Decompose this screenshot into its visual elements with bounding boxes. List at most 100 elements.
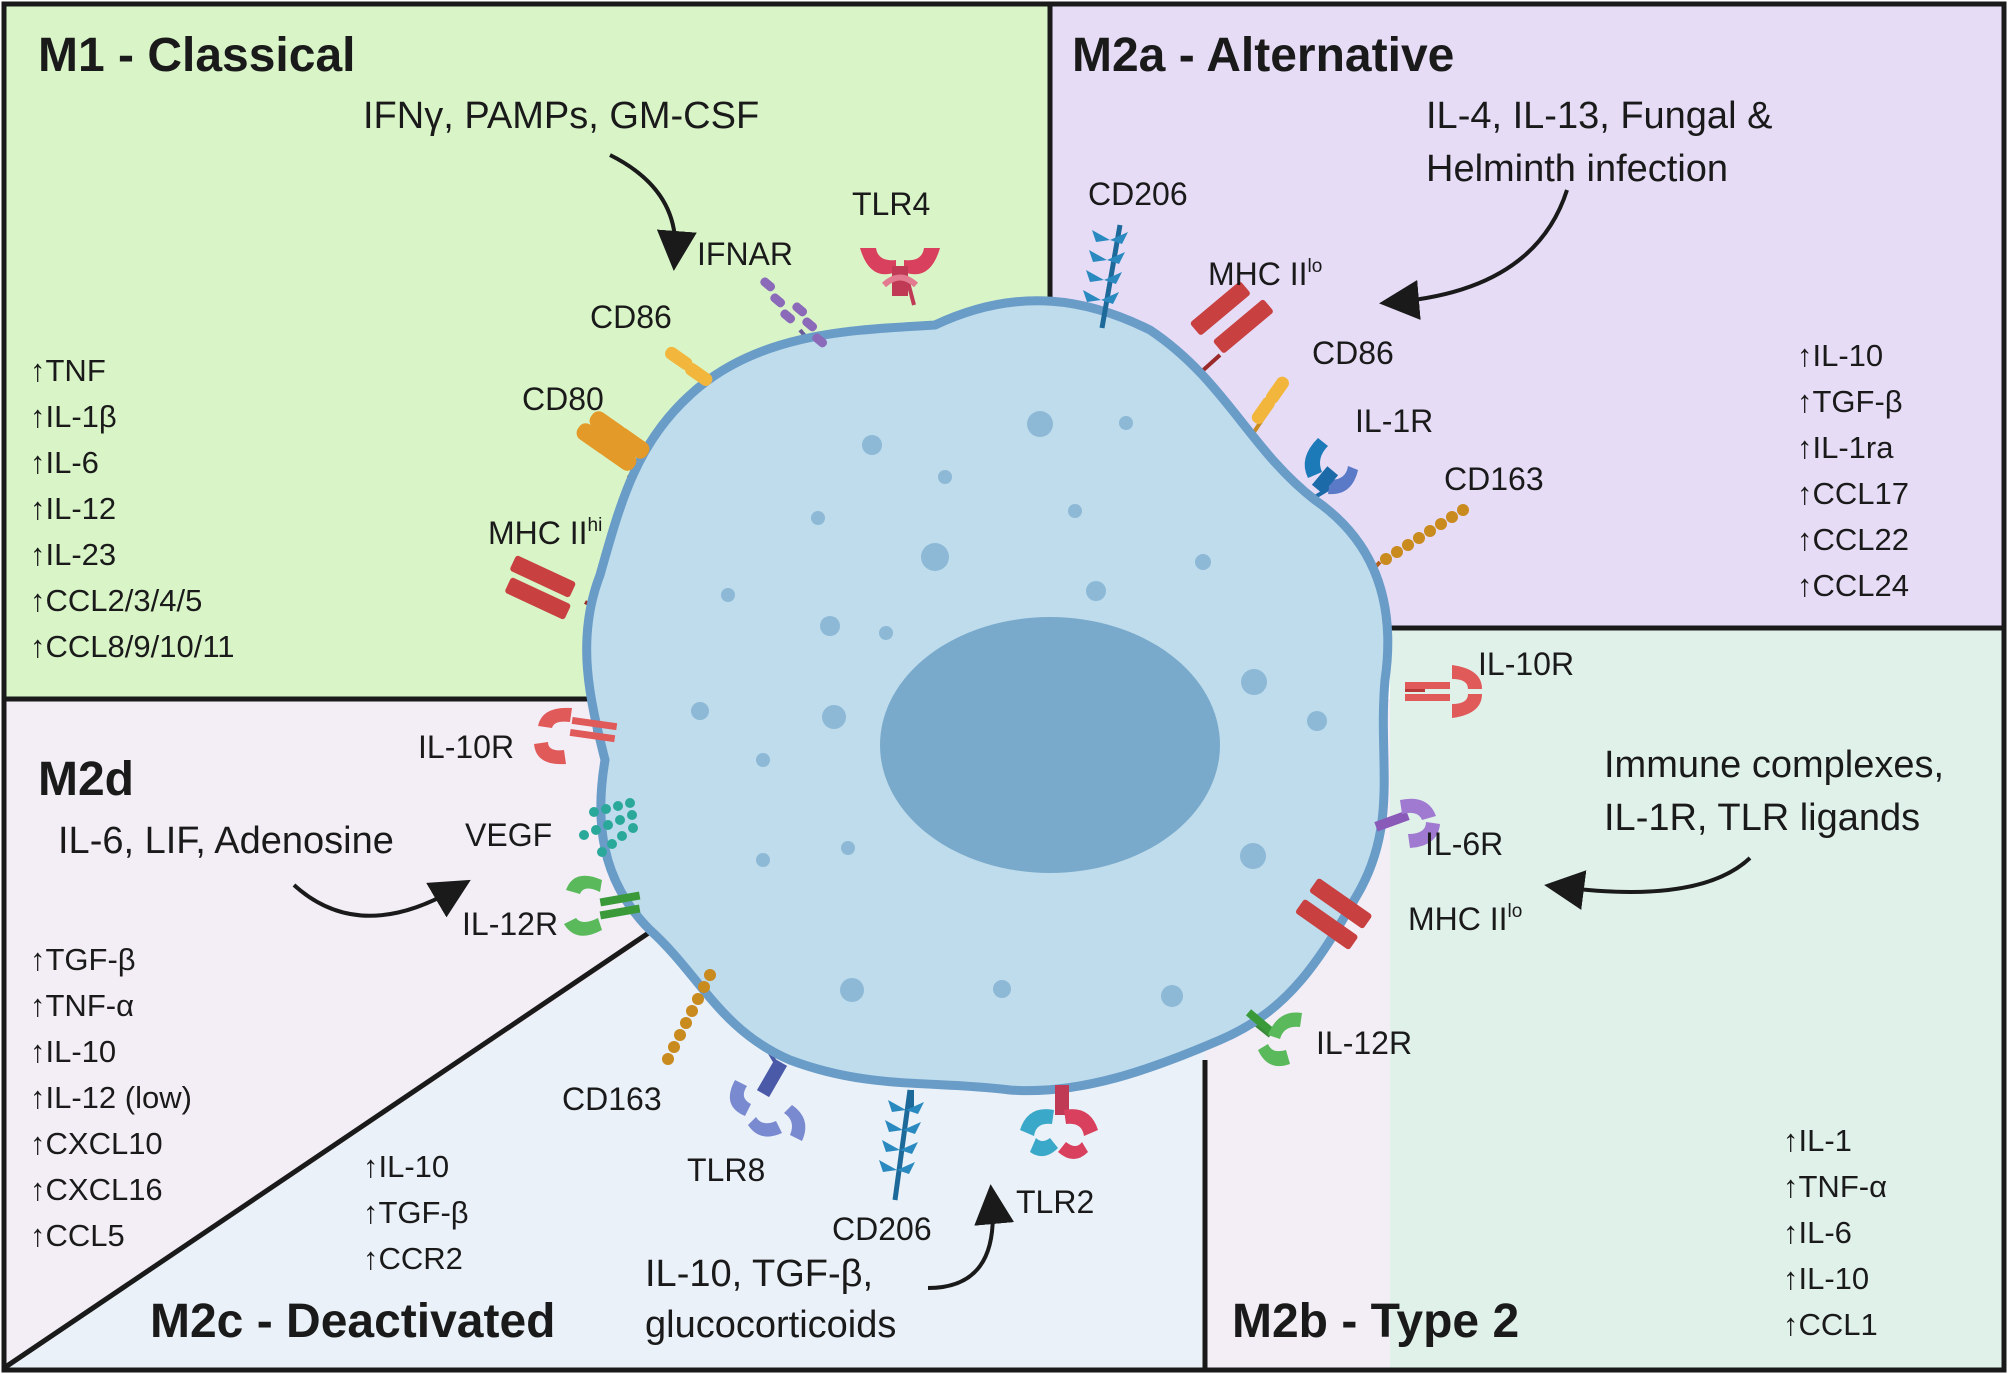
cd86-receptor-m1 <box>665 346 713 386</box>
m2d-marker: ↑IL-12 (low) <box>30 1080 192 1115</box>
mhc-ii-lo-label-m2b: MHC IIlo <box>1408 901 1522 937</box>
cd163-receptor-m2a <box>1380 504 1469 565</box>
il-6r-label-m2b: IL-6R <box>1425 826 1503 862</box>
il-12r-label-m2d: IL-12R <box>462 906 558 942</box>
m2b-marker: ↑TNF-α <box>1783 1169 1887 1204</box>
m2b-stimulus-line-1: Immune complexes, <box>1604 744 1944 786</box>
il-1r-label-m2a: IL-1R <box>1355 403 1433 439</box>
mhc-ii-lo-sup-m2a: lo <box>1308 256 1323 277</box>
m1-marker: ↑CCL2/3/4/5 <box>30 583 202 618</box>
il-10r-label-m2b: IL-10R <box>1478 646 1574 682</box>
m2d-marker: ↑IL-10 <box>30 1034 116 1069</box>
il-6r-receptor-m2b <box>1374 798 1440 848</box>
m2a-stimulus-line-1: IL-4, IL-13, Fungal & <box>1426 95 1772 137</box>
tlr4-label: TLR4 <box>852 186 930 222</box>
m1-marker: ↑CCL8/9/10/11 <box>30 629 235 664</box>
m2c-stimulus-arrow <box>927 1184 1015 1290</box>
m2b-markers: ↑IL-1 ↑TNF-α ↑IL-6 ↑IL-10 ↑CCL1 <box>1783 1123 1887 1342</box>
il-12r-receptor-m2d <box>564 875 641 936</box>
m2a-marker: ↑CCL22 <box>1797 522 1909 557</box>
mhc-ii-hi-label: MHC IIhi <box>488 515 602 551</box>
il-10r-label-m2d: IL-10R <box>418 729 514 765</box>
mhc-ii-lo-receptor-m2b <box>1295 878 1372 950</box>
ifnar-label: IFNAR <box>697 236 793 272</box>
m1-marker: ↑IL-23 <box>30 537 116 572</box>
m2d-marker: ↑CCL5 <box>30 1218 125 1253</box>
cd206-label-m2c: CD206 <box>832 1211 932 1247</box>
cytoplasmic-granules <box>691 411 1327 1007</box>
cd86-label-m2a: CD86 <box>1312 335 1394 371</box>
m2a-stimulus-arrow <box>1379 189 1569 320</box>
m2b-marker: ↑IL-1 <box>1783 1123 1852 1158</box>
il-10r-receptor-m2d <box>534 707 618 765</box>
mhc-ii-hi-main: MHC II <box>488 515 588 551</box>
tlr2-label: TLR2 <box>1016 1184 1094 1220</box>
tlr8-label: TLR8 <box>687 1152 765 1188</box>
mhc-ii-lo-receptor-m2a <box>1190 281 1273 353</box>
cd163-receptor-m2c <box>662 969 716 1065</box>
m2b-stimulus-arrow <box>1544 856 1752 910</box>
m2c-marker: ↑IL-10 <box>363 1149 449 1184</box>
m2d-title: M2d <box>38 753 134 806</box>
il-12r-receptor-m2b <box>1245 1009 1302 1067</box>
m2d-markers: ↑TGF-β ↑TNF-α ↑IL-10 ↑IL-12 (low) ↑CXCL1… <box>30 942 192 1253</box>
m2a-marker: ↑CCL24 <box>1797 568 1909 603</box>
m2a-title: M2a - Alternative <box>1072 29 1454 82</box>
m2a-markers: ↑IL-10 ↑TGF-β ↑IL-1ra ↑CCL17 ↑CCL22 ↑CCL… <box>1797 338 1909 603</box>
m2b-marker: ↑CCL1 <box>1783 1307 1878 1342</box>
mhc-ii-lo-label-m2a: MHC IIlo <box>1208 256 1322 292</box>
il-1r-receptor-m2a <box>1304 438 1358 495</box>
il-12r-label-m2b: IL-12R <box>1316 1025 1412 1061</box>
divider-m2d-m2c <box>2 902 692 1371</box>
mhc-ii-hi-sup: hi <box>588 515 603 536</box>
m2a-marker: ↑CCL17 <box>1797 476 1909 511</box>
tlr4-receptor <box>860 248 940 296</box>
m2b-panel <box>1390 630 2004 1370</box>
m2c-marker: ↑TGF-β <box>363 1195 469 1230</box>
m2a-marker: ↑TGF-β <box>1797 384 1903 419</box>
cd163-label-m2c: CD163 <box>562 1081 662 1117</box>
mhc-ii-lo-sup-m2b: lo <box>1508 901 1523 922</box>
m2d-stimulus-arrow <box>292 879 471 918</box>
il-10r-receptor-m2b <box>1405 665 1482 718</box>
m2a-stimulus-line-2: Helminth infection <box>1426 148 1728 190</box>
m2b-marker: ↑IL-10 <box>1783 1261 1869 1296</box>
m1-markers: ↑TNF ↑IL-1β ↑IL-6 ↑IL-12 ↑IL-23 ↑CCL2/3/… <box>30 353 235 664</box>
vegf-label: VEGF <box>465 817 552 853</box>
vegf-receptor <box>579 798 638 857</box>
m1-marker: ↑IL-12 <box>30 491 116 526</box>
tlr8-receptor <box>729 1058 806 1141</box>
ifnar-receptor <box>760 277 828 348</box>
cd206-label-m2a: CD206 <box>1088 176 1188 212</box>
m2c-title: M2c - Deactivated <box>150 1295 556 1348</box>
m2b-stimulus-line-2: IL-1R, TLR ligands <box>1604 797 1920 839</box>
m2d-marker: ↑CXCL16 <box>30 1172 163 1207</box>
cd80-receptor <box>576 411 650 471</box>
m1-title: M1 - Classical <box>38 29 355 82</box>
mhc-ii-lo-main-m2b: MHC II <box>1408 901 1508 937</box>
m2d-stimulus: IL-6, LIF, Adenosine <box>58 820 394 862</box>
m2c-stimulus-line-2: glucocorticoids <box>645 1304 896 1346</box>
m2a-marker: ↑IL-10 <box>1797 338 1883 373</box>
m1-stimulus: IFNγ, PAMPs, GM-CSF <box>363 95 759 137</box>
tlr2-receptor <box>1020 1085 1098 1159</box>
m1-marker: ↑TNF <box>30 353 106 388</box>
m2c-stimulus-line-1: IL-10, TGF-β, <box>645 1253 873 1295</box>
cd80-label: CD80 <box>522 381 604 417</box>
m2b-title: M2b - Type 2 <box>1232 1295 1519 1348</box>
cd206-receptor-m2c <box>879 1089 924 1201</box>
cd86-receptor-m2a <box>1251 376 1289 424</box>
m2d-marker: ↑TGF-β <box>30 942 136 977</box>
mhc-ii-hi-receptor <box>505 555 576 620</box>
m2d-marker: ↑TNF-α <box>30 988 134 1023</box>
m1-marker: ↑IL-6 <box>30 445 99 480</box>
cd206-receptor-m2a <box>1083 224 1128 329</box>
mhc-ii-lo-main-m2a: MHC II <box>1208 256 1308 292</box>
nucleus <box>880 617 1220 873</box>
cd86-label-m1: CD86 <box>590 299 672 335</box>
m2b-marker: ↑IL-6 <box>1783 1215 1852 1250</box>
m1-marker: ↑IL-1β <box>30 399 117 434</box>
m1-stimulus-arrow <box>609 153 697 271</box>
